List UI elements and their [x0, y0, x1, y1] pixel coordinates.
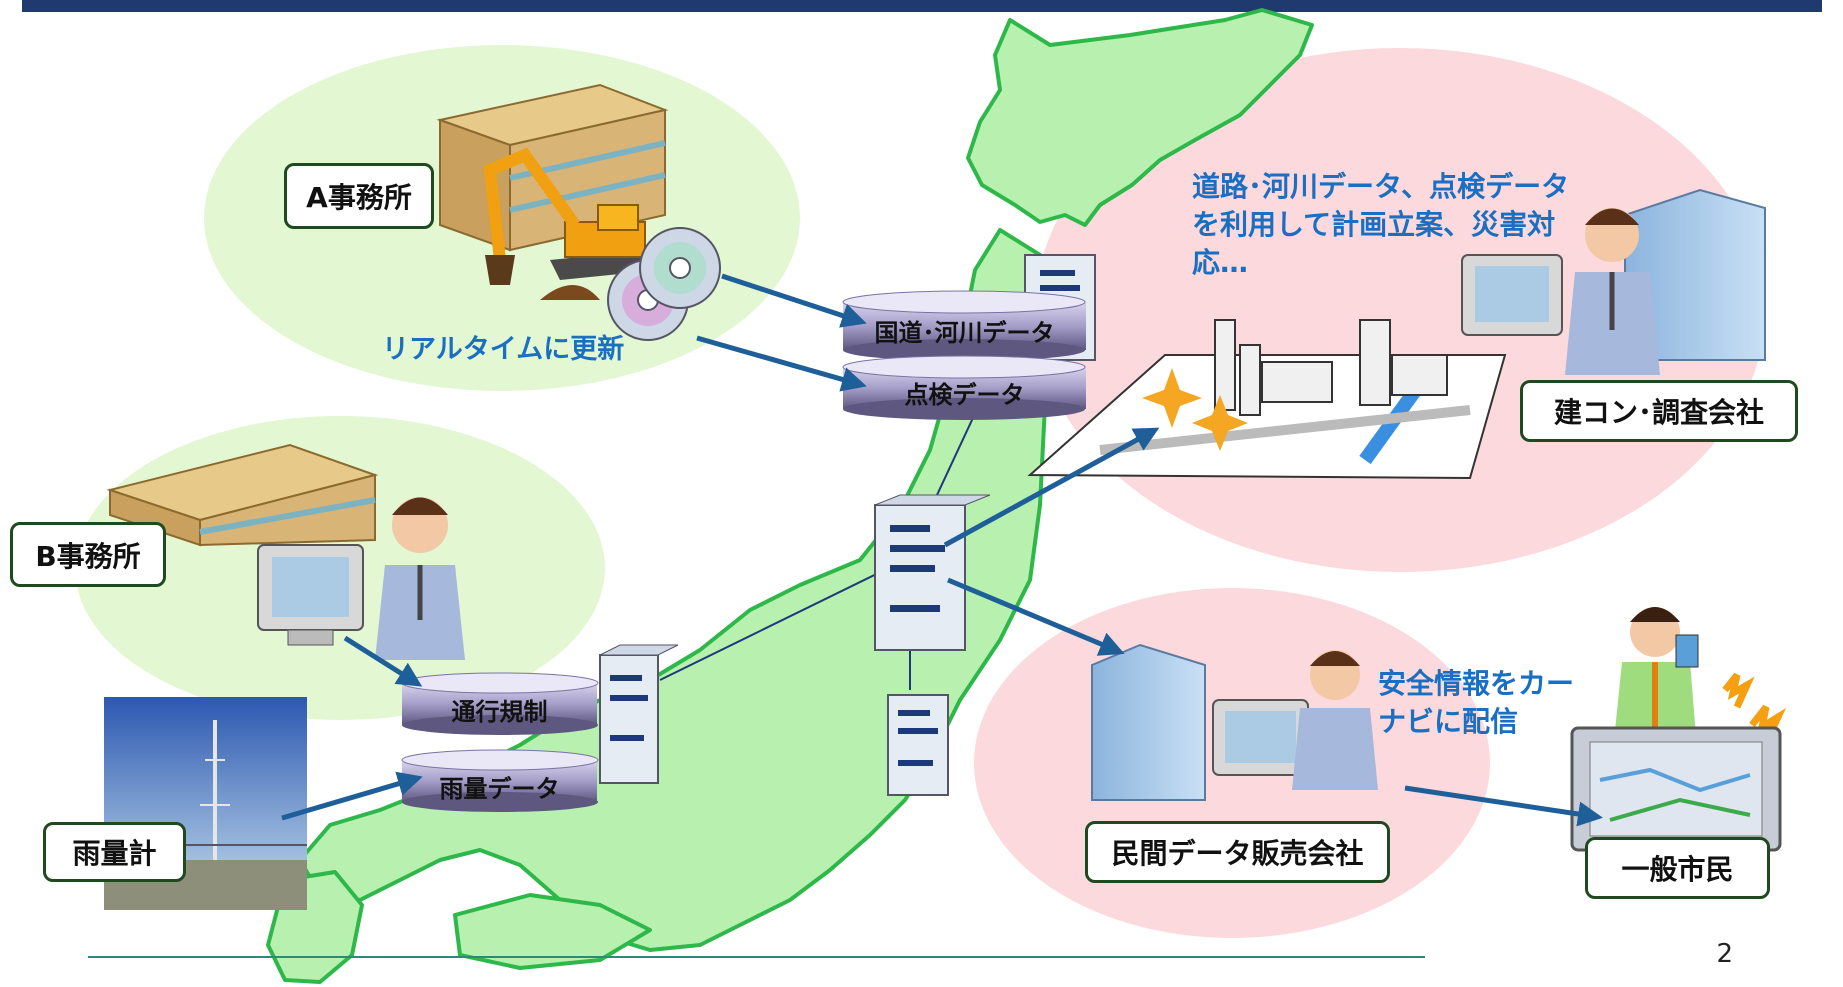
office-a-label: A事務所 [284, 163, 434, 229]
vendor-person-icon [1212, 650, 1378, 790]
planning-note-line1: 道路･河川データ、点検データ [1192, 170, 1570, 203]
realtime-update-note: リアルタイムに更新 [382, 334, 625, 365]
arrow-disc-to-inspection-db [696, 335, 867, 392]
office-b-person-icon [257, 497, 465, 660]
navi-note-line2: ナビに配信 [1378, 705, 1519, 738]
office-b-label: B事務所 [10, 522, 166, 587]
server-tower-icon [887, 694, 949, 796]
vendor-building-icon [1091, 643, 1206, 801]
header-bar [22, 0, 1822, 12]
arrow-server-to-consultant [943, 427, 1160, 548]
national-road-river-db-label: 国道･河川データ [874, 319, 1055, 347]
inspection-db-label: 点検データ [904, 381, 1025, 409]
arrow-vendor-to-citizen [1404, 785, 1603, 827]
server-tower-icon [599, 644, 679, 784]
planning-note-line2: を利用して計画立案、災害対 [1192, 208, 1556, 241]
office-b-building-icon [106, 443, 379, 547]
arrow-office-b-to-traffic-db [343, 635, 423, 687]
consultant-person-icon [1461, 208, 1660, 375]
cd-disc-icon [607, 227, 721, 341]
consultant-label: 建コン･調査会社 [1520, 380, 1798, 442]
traffic-regulation-db-label: 通行規制 [451, 698, 548, 726]
database-cylinder [842, 290, 1086, 361]
rainfall-db-label: 雨量データ [439, 775, 560, 803]
excavator-icon [483, 147, 660, 300]
arrow-raingauge-to-rain-db [281, 771, 423, 821]
server-tower-icon [874, 494, 991, 651]
flow-arrows [281, 273, 1603, 827]
car-navigation-icon [1570, 726, 1782, 852]
arrow-disc-to-road-db [721, 273, 867, 328]
planning-note-line3: 応… [1192, 246, 1249, 279]
citizen-label: 一般市民 [1585, 837, 1770, 899]
rain-gauge-label: 雨量計 [43, 822, 186, 882]
hokkaido-island [966, 8, 1314, 227]
database-cylinder [401, 749, 599, 812]
vendor-label: 民間データ販売会社 [1085, 821, 1390, 883]
navi-note-line1: 安全情報をカー [1378, 667, 1575, 700]
arrow-server-to-vendor [947, 577, 1125, 656]
page-number: 2 [1716, 939, 1733, 969]
database-cylinder [842, 355, 1086, 420]
